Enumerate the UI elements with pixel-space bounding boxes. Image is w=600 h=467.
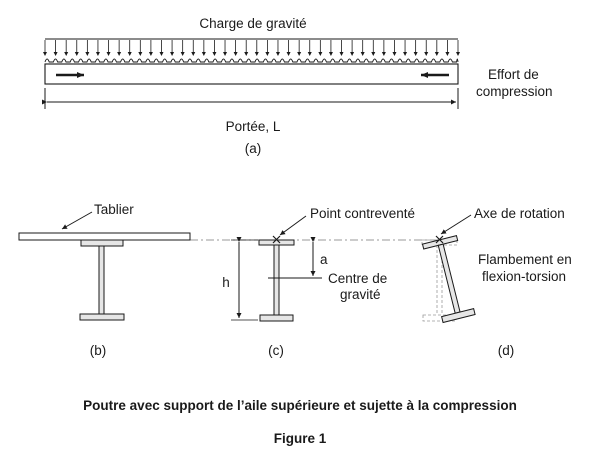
load-arrow-head bbox=[148, 52, 153, 56]
panel-c: Point contreventé h a Centre de gravité … bbox=[222, 206, 415, 358]
buckling-label-1: Flambement en bbox=[478, 252, 572, 267]
braced-point-marker bbox=[272, 235, 281, 244]
deck-slab bbox=[18, 232, 191, 241]
load-arrow-head bbox=[328, 52, 333, 56]
deck-leader bbox=[61, 211, 93, 230]
load-arrow-head bbox=[106, 52, 111, 56]
load-arrow-head bbox=[286, 52, 291, 56]
braced-point-leader bbox=[279, 215, 307, 236]
load-arrow-head bbox=[456, 52, 460, 56]
load-arrow-head bbox=[413, 52, 418, 56]
load-arrow-head bbox=[424, 52, 429, 56]
load-arrow-head bbox=[223, 52, 228, 56]
bottom-flange bbox=[79, 313, 125, 321]
load-arrow-head bbox=[254, 52, 259, 56]
panel-b-tag: (b) bbox=[90, 343, 107, 358]
bottom-flange bbox=[259, 314, 294, 322]
load-arrow-head bbox=[212, 52, 217, 56]
load-arrow-head bbox=[95, 52, 100, 56]
distributed-load-wave bbox=[44, 58, 459, 63]
load-arrow-head bbox=[127, 52, 132, 56]
load-arrow-head bbox=[43, 52, 47, 56]
load-arrow-head bbox=[371, 52, 376, 56]
load-arrow-head bbox=[445, 52, 450, 56]
top-flange bbox=[258, 239, 295, 246]
load-arrow-head bbox=[138, 52, 143, 56]
load-arrow-head bbox=[307, 52, 312, 56]
load-arrow-head bbox=[381, 52, 386, 56]
load-arrow-head bbox=[392, 52, 397, 56]
load-arrow-head bbox=[350, 52, 355, 56]
buckled-i-beam bbox=[421, 235, 476, 324]
panel-c-tag: (c) bbox=[268, 343, 284, 358]
rotation-axis-marker bbox=[435, 235, 444, 244]
load-arrows bbox=[43, 40, 460, 56]
load-arrow-head bbox=[275, 52, 280, 56]
load-arrow-head bbox=[74, 52, 79, 56]
load-arrow-head bbox=[339, 52, 344, 56]
centroid-label-1: Centre de bbox=[328, 271, 387, 286]
load-arrow-head bbox=[318, 52, 323, 56]
top-flange bbox=[80, 239, 124, 247]
a-label: a bbox=[320, 252, 328, 267]
load-arrow-head bbox=[233, 52, 238, 56]
braced-point-label: Point contreventé bbox=[310, 206, 415, 221]
load-arrow-head bbox=[201, 52, 206, 56]
web bbox=[273, 244, 280, 316]
load-arrow-head bbox=[191, 52, 196, 56]
buckling-label-2: flexion-torsion bbox=[482, 269, 566, 284]
panel-d-tag: (d) bbox=[498, 343, 515, 358]
load-arrow-head bbox=[170, 52, 175, 56]
load-arrow-head bbox=[53, 52, 58, 56]
beam-elevation bbox=[44, 63, 459, 85]
load-arrow-head bbox=[403, 52, 408, 56]
compression-label-1: Effort de bbox=[488, 67, 539, 82]
load-arrow-head bbox=[117, 52, 122, 56]
figure-number: Figure 1 bbox=[274, 431, 327, 446]
web bbox=[437, 243, 461, 314]
load-arrow-head bbox=[434, 52, 439, 56]
load-arrow-head bbox=[180, 52, 185, 56]
span-label: Portée, L bbox=[226, 119, 281, 134]
compression-label-2: compression bbox=[476, 84, 553, 99]
load-arrow-head bbox=[244, 52, 249, 56]
caption-title: Poutre avec support de l’aile supérieure… bbox=[83, 398, 517, 413]
panel-a-tag: (a) bbox=[245, 141, 262, 156]
load-arrow-head bbox=[297, 52, 302, 56]
load-arrow-head bbox=[85, 52, 90, 56]
rotation-axis-label: Axe de rotation bbox=[474, 206, 565, 221]
gravity-load-label: Charge de gravité bbox=[199, 16, 306, 31]
load-arrow-head bbox=[159, 52, 164, 56]
panel-a: Charge de gravité Effort de compression … bbox=[42, 16, 553, 156]
panel-b: Tablier (b) bbox=[18, 202, 191, 358]
centroid-label-2: gravité bbox=[340, 287, 381, 302]
i-beam-b bbox=[79, 239, 125, 321]
bottom-flange bbox=[441, 308, 476, 324]
load-arrow-head bbox=[360, 52, 365, 56]
load-arrow-head bbox=[265, 52, 270, 56]
load-arrow-head bbox=[64, 52, 69, 56]
rotation-axis-leader bbox=[440, 214, 472, 235]
h-label: h bbox=[222, 275, 230, 290]
deck-label: Tablier bbox=[94, 202, 134, 217]
i-beam-c bbox=[258, 239, 295, 322]
panel-d: Axe de rotation Flambement en flexion-to… bbox=[421, 206, 572, 358]
web bbox=[98, 245, 105, 315]
